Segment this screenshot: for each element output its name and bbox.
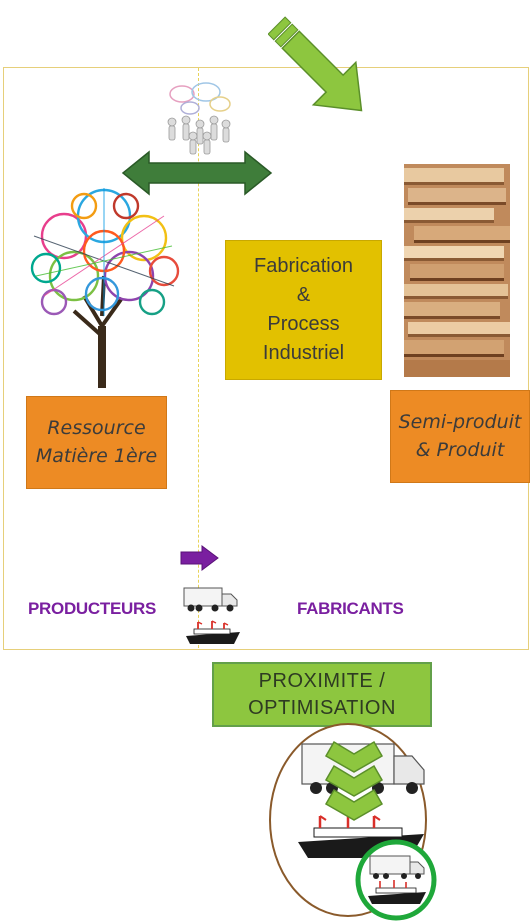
divider-dashed-line	[198, 68, 199, 648]
chevrons-down-icon	[324, 740, 384, 821]
producteurs-label: PRODUCTEURS	[28, 599, 156, 618]
ship-icon	[186, 620, 240, 644]
big-green-arrow-icon	[268, 16, 363, 112]
fabrication-box: Fabrication & Process Industriel	[225, 240, 382, 380]
proximite-box: PROXIMITE / OPTIMISATION	[212, 662, 432, 727]
purple-arrow-icon	[180, 545, 219, 571]
truck-icon	[183, 587, 238, 612]
semi-produit-box: Semi-produit & Produit	[390, 390, 530, 483]
double-arrow-icon	[121, 150, 273, 196]
fabricants-label: FABRICANTS	[297, 599, 404, 618]
people-discussion-icon	[167, 82, 231, 155]
tree-icon	[30, 188, 180, 388]
diagram-frame	[3, 67, 529, 650]
proximite-circle-illustration	[269, 723, 437, 921]
plywood-stack-icon	[404, 164, 510, 377]
ressource-box: Ressource Matière 1ère	[26, 396, 167, 489]
